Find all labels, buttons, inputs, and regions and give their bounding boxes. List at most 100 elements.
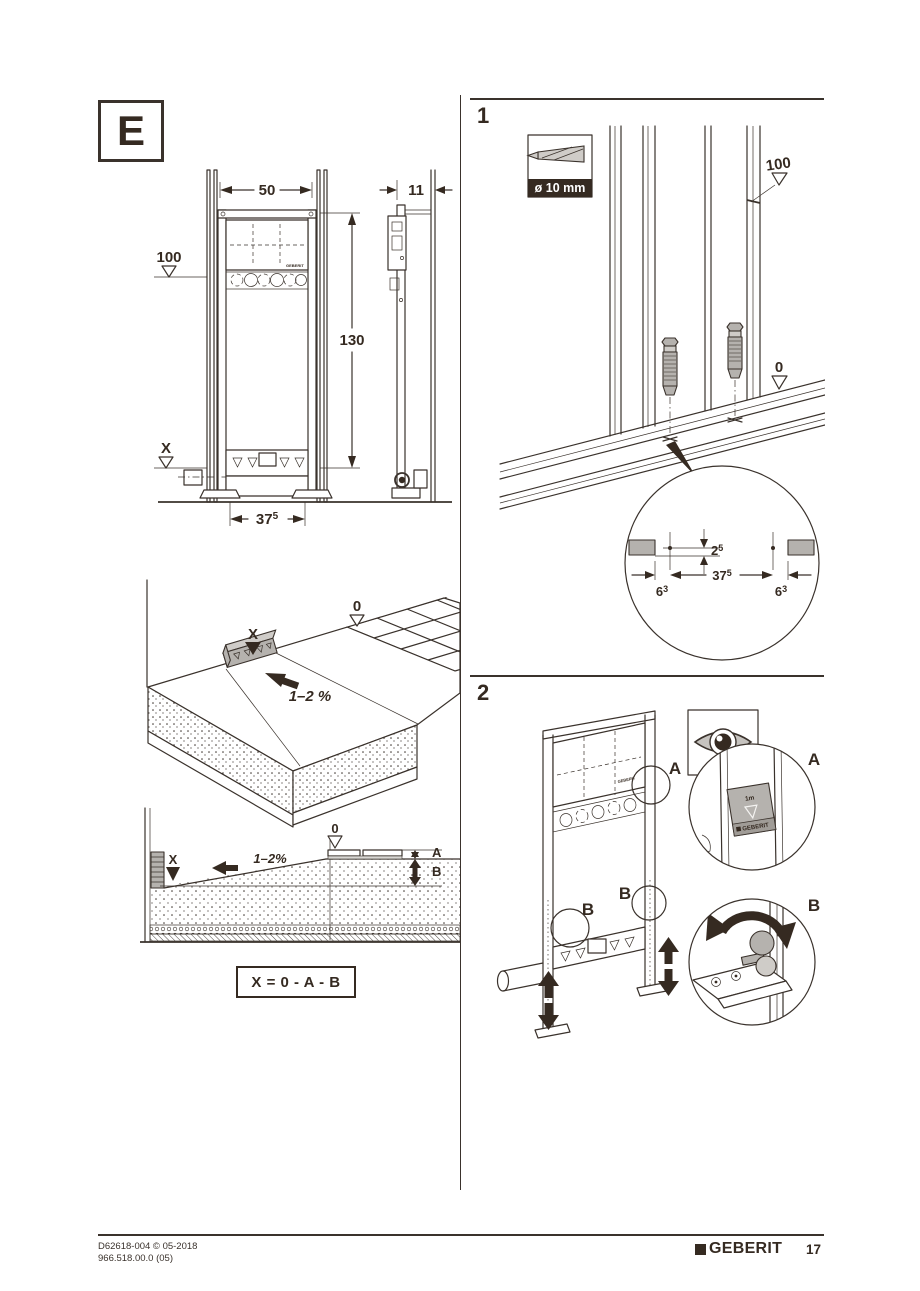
left-foot (199, 489, 241, 499)
slope-label-iso: 1–2 % (289, 688, 332, 705)
sticker-meter-label: 1m (745, 794, 756, 802)
dim-63-left-label: 63 (656, 584, 668, 599)
dim-a-arrow (411, 850, 419, 859)
x-label-iso: X (248, 626, 258, 643)
dim-base-375: 375 (229, 502, 306, 528)
dim-spacing-375: 375 (670, 568, 773, 583)
x-label-cs: X (169, 852, 178, 867)
zero-marker-iso: 0 (349, 598, 365, 627)
wall-studs (206, 169, 328, 503)
slope-arrow-cs (212, 861, 238, 875)
floor-cross-section-drawing: X 1–2% 0 A B (140, 807, 460, 943)
dim-edge-left: 63 (631, 561, 668, 599)
zero-label-step1: 0 (775, 359, 783, 376)
slope-line (163, 858, 327, 889)
dim-width-50: 50 (219, 182, 313, 199)
dim-depth-11: 11 (379, 180, 453, 200)
zero-marker-step1: 0 (771, 359, 788, 390)
frame-perspective: GEBERIT (496, 710, 673, 1039)
footer-doc-code: D62618-004 © 05-2018 (98, 1241, 198, 1252)
screed-body (140, 859, 460, 943)
dim-25-label: 25 (711, 543, 723, 558)
floor-lines (499, 379, 825, 510)
section-letter: E (116, 107, 145, 154)
meter-level-marker: 100 (154, 249, 207, 278)
drill-bit-icon (526, 145, 585, 163)
lower-crossbar (225, 449, 309, 497)
drain-pipe (496, 962, 544, 992)
callout-circle-a (631, 765, 671, 805)
screed-section-faces (147, 686, 418, 828)
formula-text: X = 0 - A - B (251, 973, 341, 991)
tiles-cs (327, 849, 403, 860)
a-label-cs: A (432, 845, 442, 860)
geberit-logo-text: GEBERIT (709, 1240, 783, 1257)
floor-slope-isometric-drawing: X 0 1–2 % (146, 579, 460, 828)
dim-130-label: 130 (339, 332, 364, 349)
geberit-logo: GEBERIT (695, 1240, 782, 1258)
tile-edge-line (346, 626, 456, 672)
b-label-cs: B (432, 864, 441, 879)
drilling-step-drawing: ø 10 mm 100 0 (499, 125, 825, 661)
right-foot (291, 489, 333, 499)
detail-pointer-wedge (666, 441, 696, 477)
detail-a-label: A (808, 750, 820, 769)
step1-divider (470, 98, 824, 100)
step2-number: 2 (477, 680, 490, 705)
dim-height-130: 130 (320, 212, 365, 469)
step2-divider (470, 675, 824, 677)
detail-a: 1m GEBERIT A (688, 743, 820, 871)
drill-info-box: ø 10 mm (526, 134, 593, 198)
column-divider (460, 95, 461, 1190)
frame-side-view: 11 (379, 169, 453, 503)
knockout-band (225, 271, 309, 290)
wall-plug-right (726, 322, 744, 423)
dim-edge-right: 63 (775, 561, 812, 599)
x-marker-iso: X (245, 626, 261, 655)
dim-375-label: 375 (256, 511, 279, 528)
slope-label-cs: 1–2% (253, 851, 287, 866)
drill-size-label: ø 10 mm (535, 181, 586, 195)
drill-detail-circle: 25 375 63 63 (624, 465, 820, 661)
meter-level-label: 100 (156, 249, 181, 266)
slope-guide-left (225, 668, 301, 767)
slope-direction-arrow (265, 673, 300, 690)
footer-rule (98, 1234, 824, 1236)
x-level-label: X (161, 440, 171, 457)
x-level-marker: X (154, 440, 207, 469)
drain-stub (178, 469, 226, 486)
dim-11-label: 11 (408, 182, 424, 199)
detail-b: B (688, 896, 820, 1026)
formula-box: X = 0 - A - B (236, 966, 356, 998)
frame-front-view: GEBERIT (158, 209, 452, 503)
cistern-brand-text-2: GEBERIT (617, 775, 636, 784)
rotate-arrow (706, 911, 796, 949)
wall-plug-left (661, 337, 679, 442)
detail-b-label: B (808, 896, 820, 915)
geberit-logo-square (695, 1243, 706, 1255)
dim-375-detail-label: 375 (712, 568, 731, 583)
dim-63-right-label: 63 (775, 584, 787, 599)
wall-rail-profile (150, 851, 165, 889)
callout-circle-b-right (631, 885, 667, 921)
dim-50-label: 50 (259, 182, 276, 199)
frame-a-label: A (669, 759, 681, 778)
footer-version: 966.518.00.0 (05) (98, 1253, 174, 1264)
zero-label-cs: 0 (331, 821, 338, 836)
callout-circle-b-left (550, 908, 590, 948)
footer-doc-info: D62618-004 © 05-2018 966.518.00.0 (05) (98, 1241, 197, 1265)
height-adjust-arrows-right (658, 937, 679, 996)
zero-label-iso: 0 (353, 598, 361, 615)
meter-marker-step1: 100 (746, 154, 792, 204)
height-adjust-arrows-left (538, 971, 559, 1030)
alignment-step-drawing: GEBERIT A B B (496, 709, 820, 1039)
x-marker-cs: X (166, 852, 180, 881)
frame-b-right-label: B (619, 884, 631, 903)
page-number: 17 (806, 1242, 822, 1257)
frame-dimension-drawing: GEBERIT (154, 169, 453, 528)
meter-sticker: 1m GEBERIT (726, 782, 777, 837)
foot-left-2 (534, 1023, 571, 1039)
section-letter-box: E (98, 100, 164, 162)
meter-label-step1: 100 (765, 154, 792, 174)
visual-check-box (687, 709, 791, 776)
